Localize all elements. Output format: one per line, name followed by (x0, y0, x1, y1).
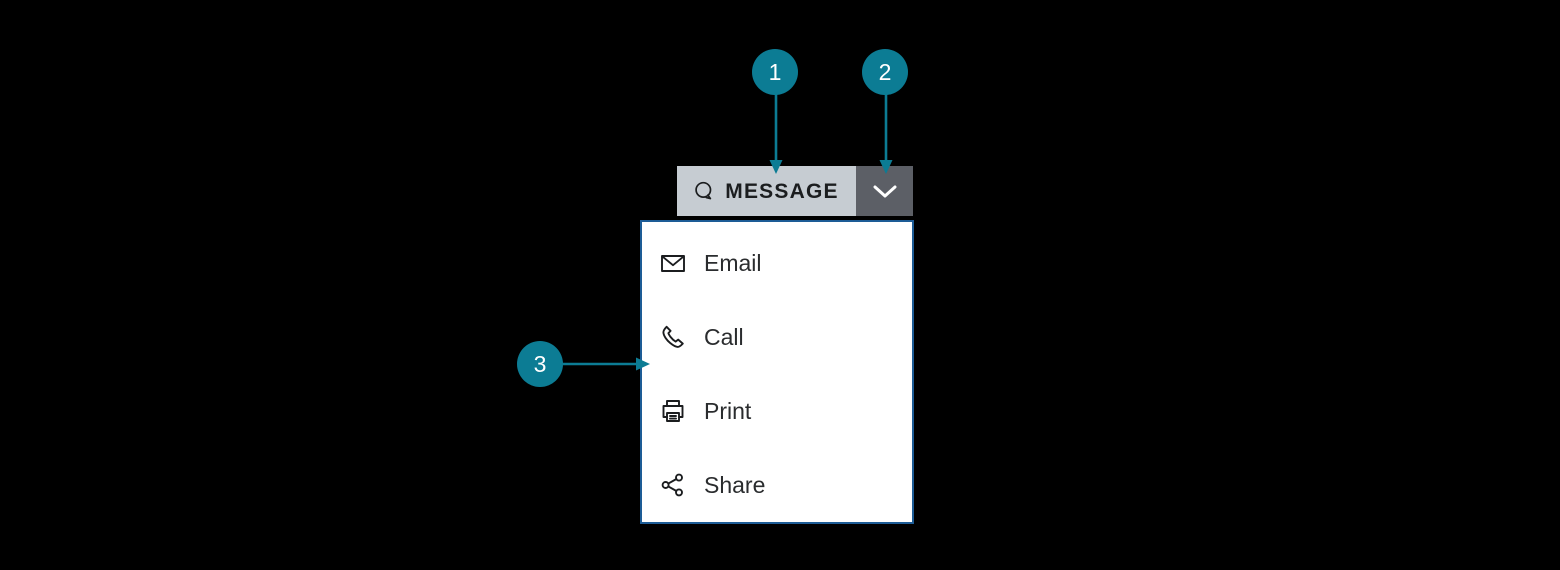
menu-item-print[interactable]: Print (642, 374, 912, 448)
phone-icon (658, 322, 688, 352)
callout-marker-2[interactable]: 2 (862, 49, 908, 95)
callout-marker-3[interactable]: 3 (517, 341, 563, 387)
menu-item-call[interactable]: Call (642, 300, 912, 374)
menu-item-print-label: Print (704, 397, 752, 424)
dropdown-toggle-button[interactable] (856, 166, 913, 216)
envelope-icon (658, 248, 688, 278)
menu-item-email-label: Email (704, 249, 762, 276)
message-button[interactable]: MESSAGE (677, 166, 856, 216)
menu-item-email[interactable]: Email (642, 226, 912, 300)
share-nodes-icon (658, 470, 688, 500)
callout-leader-3 (560, 357, 650, 371)
chevron-down-icon (872, 183, 898, 199)
split-button[interactable]: MESSAGE (677, 166, 913, 216)
message-bubble-icon (694, 181, 714, 201)
dropdown-panel[interactable]: Email Call (640, 220, 914, 524)
callout-marker-1[interactable]: 1 (752, 49, 798, 95)
menu-item-call-label: Call (704, 323, 744, 350)
message-button-label: MESSAGE (725, 179, 839, 203)
menu-item-share[interactable]: Share (642, 448, 912, 522)
printer-icon (658, 396, 688, 426)
dropdown-menu-list: Email Call (642, 226, 912, 522)
menu-item-share-label: Share (704, 471, 766, 498)
